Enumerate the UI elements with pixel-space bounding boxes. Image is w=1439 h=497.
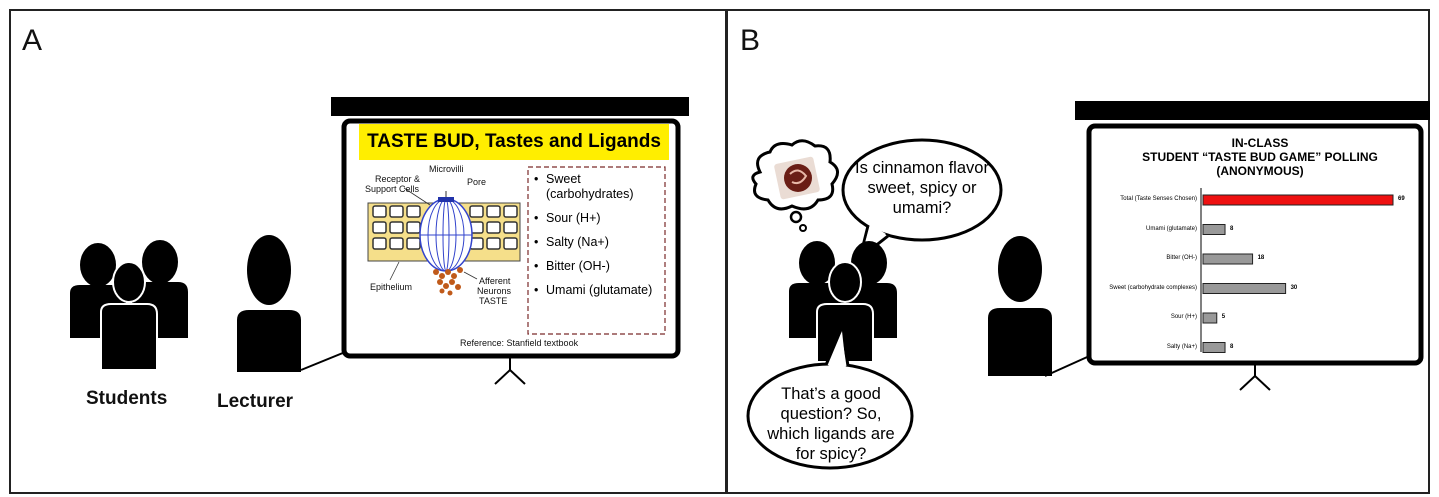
pore-label: Pore: [467, 177, 487, 187]
chart-category-label: Salty (Na+): [1166, 343, 1197, 350]
epithelium-label: Epithelium: [370, 282, 413, 292]
screen-top-bar-a: [331, 97, 689, 116]
chart-bar: [1202, 253, 1254, 265]
panel-a-label: A: [22, 24, 43, 57]
cinnamon-candy-icon: [774, 156, 820, 200]
receptor-label: Receptor &: [375, 174, 421, 184]
screen-top-bar-b: [1075, 101, 1430, 120]
chart-title: IN-CLASS STUDENT “TASTE BUD GAME” POLLIN…: [1115, 136, 1405, 178]
chart-bar: [1202, 283, 1287, 294]
afferent-label: Afferent: [479, 276, 511, 286]
chart-category-label: Total (Taste Senses Chosen): [1120, 196, 1197, 202]
tastes-box: [527, 166, 666, 335]
chart-bar: [1202, 224, 1226, 235]
chart-category-label: Umami (glutamate): [1145, 225, 1197, 232]
support-cells-label: Support Cells: [365, 184, 420, 194]
speech-bubble-answer: [746, 325, 914, 470]
chart-category-label: Sour (H+): [1170, 314, 1197, 320]
students-label: Students: [86, 388, 168, 409]
chart-bars: [1202, 194, 1394, 353]
chart-value-label: 69: [1398, 196, 1405, 202]
chart-bar: [1202, 312, 1218, 324]
screen-stand-b: [1239, 365, 1271, 391]
chart-title-line-2: STUDENT “TASTE BUD GAME” POLLING: [1142, 150, 1378, 164]
slide-title: TASTE BUD, Tastes and Ligands: [359, 124, 669, 160]
lecturer-icon: [237, 235, 301, 372]
lecturer-icon-b: [988, 236, 1052, 376]
reference-text: Reference: Stanfield textbook: [460, 338, 579, 348]
projector-screen-b: [1086, 123, 1424, 366]
neurons-label: Neurons: [477, 286, 512, 296]
panel-b-label: B: [740, 24, 761, 57]
chart-bar: [1202, 194, 1394, 206]
chart-value-label: 5: [1221, 314, 1226, 320]
chart-category-label: Sweet (carbohydrate complexes): [1109, 284, 1197, 291]
taste-bud-diagram: [367, 187, 521, 296]
screen-stand-a: [494, 358, 526, 385]
chart-title-line-1: IN-CLASS: [1231, 136, 1289, 150]
chart-value-label: 8: [1230, 343, 1234, 350]
microvilli-label: Microvilli: [429, 164, 464, 174]
taste-item: Sweet (carbohydrates): [534, 172, 662, 202]
chart-bar: [1202, 342, 1226, 353]
students-icon-b: [789, 241, 897, 363]
question-text: Is cinnamon flavor sweet, spicy or umami…: [855, 159, 989, 217]
taste-item: Sour (H+): [534, 211, 662, 226]
taste-item: Bitter (OH-): [534, 259, 662, 274]
students-icon: [70, 240, 188, 371]
taste-item: Salty (Na+): [534, 235, 662, 250]
lecturer-label: Lecturer: [217, 391, 294, 412]
taste-label: TASTE: [479, 296, 508, 306]
chart-value-label: 8: [1230, 225, 1234, 232]
chart-category-label: Bitter (OH-): [1166, 255, 1197, 261]
answer-text: That’s a good question? So, which ligand…: [767, 385, 895, 463]
chart-title-line-3: (ANONYMOUS): [1216, 164, 1304, 178]
taste-item: Umami (glutamate): [534, 283, 662, 298]
chart-value-label: 18: [1257, 255, 1265, 261]
chart-value-label: 30: [1290, 284, 1298, 291]
tastes-list: Sweet (carbohydrates) Sour (H+) Salty (N…: [534, 172, 662, 307]
